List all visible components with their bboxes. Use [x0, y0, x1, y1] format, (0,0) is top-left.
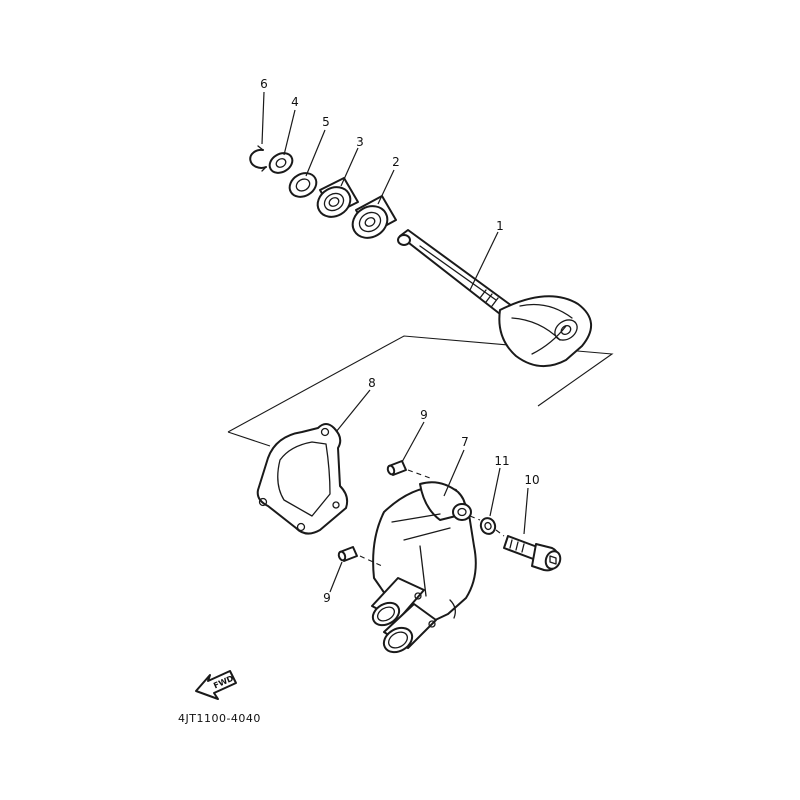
callout-7: 7	[461, 435, 469, 449]
oil-seal-part-5	[288, 172, 318, 198]
washer-part-11	[479, 517, 497, 535]
callout-11: 11	[494, 454, 509, 468]
callout-4: 4	[291, 95, 299, 109]
leader-line-11	[489, 467, 501, 517]
dowel-pin-part-9-top	[386, 460, 407, 476]
leader-line-5	[305, 129, 326, 177]
assembly-dashed-line-9-bottom	[359, 555, 383, 567]
leader-line-9-top	[401, 421, 425, 463]
bearing-part-3	[316, 177, 359, 218]
callout-9-top: 9	[420, 408, 428, 422]
leader-line-8	[335, 389, 371, 433]
gasket-part-8	[256, 423, 349, 535]
leader-line-9-bottom	[329, 561, 343, 593]
leader-line-10	[523, 487, 529, 535]
leader-line-6	[261, 91, 265, 145]
bearing-part-2	[351, 195, 397, 239]
dowel-pin-part-9-bottom	[337, 546, 358, 562]
washer-part-4	[268, 152, 294, 174]
callout-8: 8	[368, 376, 376, 390]
callout-5: 5	[322, 115, 330, 129]
circlip-part-6	[249, 145, 267, 172]
assembly-dashed-line-9-top	[407, 469, 431, 479]
callout-1: 1	[496, 219, 504, 233]
assembly-dashed-line-bolt	[469, 515, 505, 537]
pump-housing-part-7	[371, 481, 477, 654]
bolt-part-10	[503, 535, 562, 572]
callout-6: 6	[260, 77, 268, 91]
callout-3: 3	[356, 135, 364, 149]
forward-arrow-icon: FWD	[195, 670, 237, 700]
leader-line-1	[469, 231, 499, 291]
diagram-code: 4JT1100-4040	[178, 712, 261, 725]
leader-line-4	[283, 109, 296, 156]
leader-line-2	[377, 169, 395, 205]
callout-10: 10	[524, 473, 539, 487]
leader-line-3	[340, 147, 359, 187]
leader-line-7	[443, 449, 465, 497]
callout-2: 2	[392, 155, 400, 169]
impeller-shaft-part-1	[397, 229, 592, 367]
callout-9-bottom: 9	[323, 591, 331, 605]
